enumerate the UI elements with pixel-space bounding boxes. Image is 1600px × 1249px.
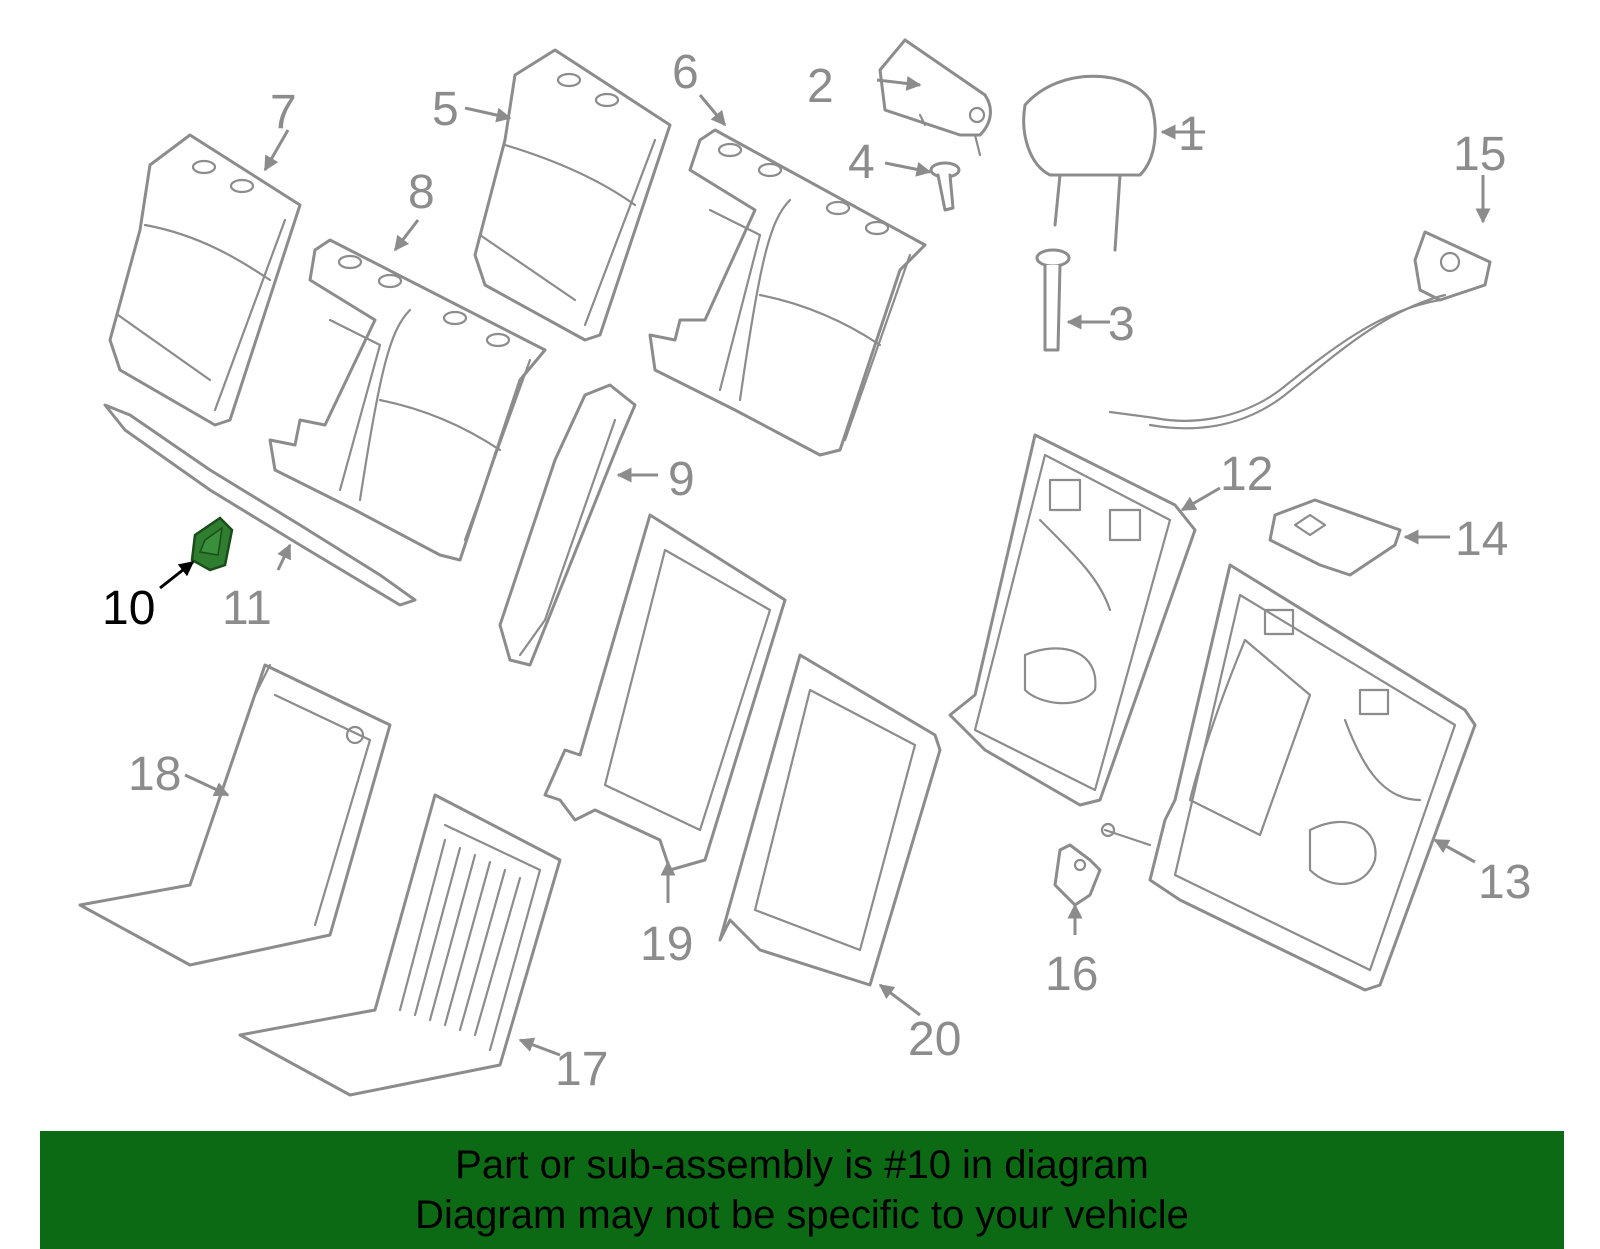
part-3-headrest-guide[interactable] [1035, 248, 1071, 352]
callout-2[interactable]: 2 [807, 60, 834, 113]
callout-13[interactable]: 13 [1478, 856, 1531, 909]
callout-12[interactable]: 12 [1220, 448, 1273, 501]
info-banner: Part or sub-assembly is #10 in diagram D… [40, 1131, 1564, 1249]
part-18-cushion-frame[interactable] [78, 663, 392, 967]
part-11-trim-strip[interactable] [103, 403, 417, 607]
leader-lines [159, 75, 1491, 1057]
callout-9[interactable]: 9 [668, 453, 695, 506]
part-9-side-bolster[interactable] [498, 383, 637, 667]
callout-17[interactable]: 17 [555, 1043, 608, 1096]
part-5-seatback-cover-right[interactable] [473, 48, 672, 342]
part-15-release-cable[interactable] [1108, 230, 1492, 430]
part-12-backrest-frame[interactable] [948, 433, 1197, 807]
callout-10[interactable]: 10 [102, 582, 155, 635]
part-8-seatback-cover-center[interactable] [268, 238, 547, 562]
callout-18[interactable]: 18 [128, 748, 181, 801]
callout-14[interactable]: 14 [1455, 513, 1508, 566]
callout-7[interactable]: 7 [270, 86, 297, 139]
part-13-backrest-frame-large[interactable] [1148, 563, 1477, 992]
callout-labels: 1 2 3 4 5 6 7 8 9 10 11 12 13 14 15 16 1… [102, 46, 1531, 1096]
callout-5[interactable]: 5 [432, 83, 459, 136]
callout-1[interactable]: 1 [1178, 108, 1205, 161]
banner-line-disclaimer: Diagram may not be specific to your vehi… [415, 1193, 1189, 1237]
part-6-seatback-cover-rear[interactable] [648, 128, 927, 457]
part-17-cushion-spring-frame[interactable] [238, 793, 562, 1097]
callout-4[interactable]: 4 [848, 136, 875, 189]
part-2-headrest-center[interactable] [878, 38, 992, 157]
part-19-back-frame[interactable] [543, 513, 787, 872]
callout-15[interactable]: 15 [1453, 128, 1506, 181]
callout-20[interactable]: 20 [908, 1013, 961, 1066]
callout-19[interactable]: 19 [640, 918, 693, 971]
part-10-highlighted[interactable] [190, 516, 234, 572]
part-16-clip[interactable] [1053, 822, 1152, 907]
callout-6[interactable]: 6 [672, 46, 699, 99]
part-14-bracket[interactable] [1268, 498, 1402, 577]
callout-3[interactable]: 3 [1108, 298, 1135, 351]
part-20-back-panel[interactable] [718, 653, 942, 987]
part-1-headrest[interactable] [1022, 74, 1157, 252]
part-4-headrest-guide[interactable] [929, 161, 961, 212]
callout-16[interactable]: 16 [1045, 948, 1098, 1001]
callout-11[interactable]: 11 [222, 582, 272, 635]
part-7-seatback-cover-left[interactable] [108, 133, 302, 427]
callout-8[interactable]: 8 [408, 166, 435, 219]
banner-line-part-number: Part or sub-assembly is #10 in diagram [455, 1143, 1149, 1187]
